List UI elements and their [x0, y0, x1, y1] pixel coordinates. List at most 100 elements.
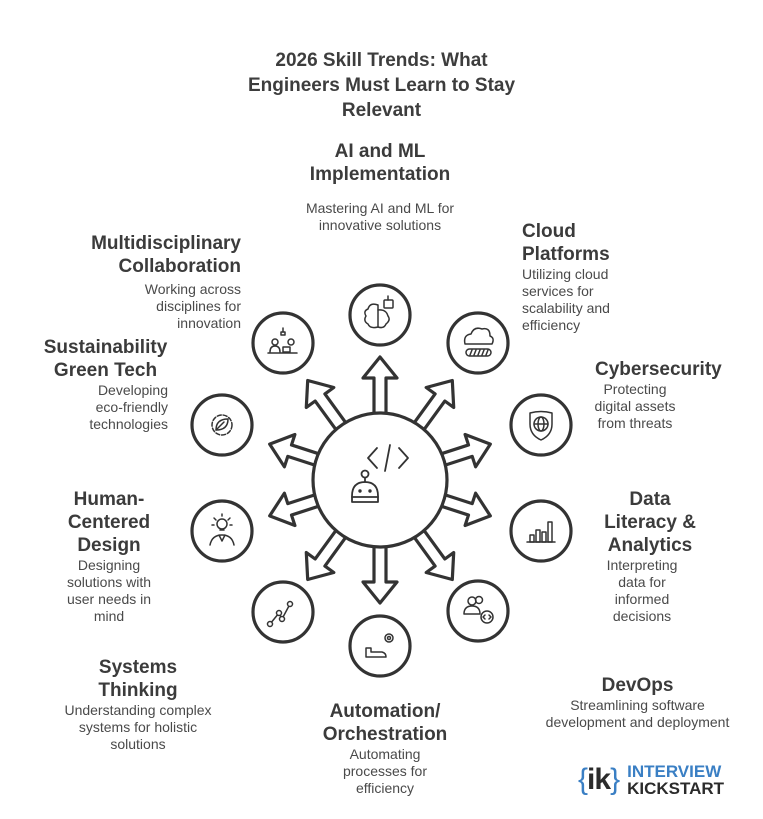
desc-line: Designing: [77, 557, 141, 573]
desc-line: from threats: [597, 415, 673, 431]
node-circle-cloud: [446, 311, 510, 375]
node-title: Cloud Platforms: [522, 220, 652, 266]
gear-leaf-icon: [211, 414, 233, 436]
users-code-icon: [463, 595, 494, 624]
logo-brace-close: }: [610, 763, 620, 796]
arrow-upright-icon: [411, 378, 456, 433]
title-line: Implementation: [309, 164, 451, 185]
arrow-downright-icon: [411, 527, 456, 582]
desc-line: development and deployment: [545, 714, 730, 730]
desc-line: mind: [93, 608, 125, 624]
desc-line: Interpreting: [606, 557, 678, 573]
lightbulb-person-icon: [209, 513, 235, 546]
desc-line: Streamlining software: [570, 697, 705, 713]
node-automation: Automation/ Orchestration Automating pro…: [310, 700, 460, 797]
title-line: Relevant: [341, 100, 422, 121]
desc-line: decisions: [612, 608, 672, 624]
desc-line: technologies: [89, 416, 168, 432]
title-line: Platforms: [522, 244, 610, 265]
desc-line: efficiency: [522, 317, 581, 333]
title-line: Data: [629, 489, 671, 510]
desc-line: digital assets: [594, 398, 676, 414]
desc-line: informed: [614, 591, 670, 607]
desc-line: Understanding complex: [64, 702, 212, 718]
title-line: Cloud: [522, 221, 576, 242]
node-circle-automation: [348, 614, 412, 678]
arrows: [268, 355, 492, 605]
node-desc: Designing solutions with user needs in m…: [55, 557, 163, 625]
desc-line: disciplines for: [156, 298, 241, 314]
title-line: Thinking: [98, 680, 178, 701]
arrow-right-upper-icon: [438, 432, 492, 469]
logo-line2: KICKSTART: [627, 779, 725, 798]
page-title: 2026 Skill Trends: What Engineers Must L…: [0, 48, 763, 123]
desc-line: systems for holistic: [78, 719, 198, 735]
title-line: Analytics: [607, 535, 693, 556]
desc-line: scalability and: [522, 300, 610, 316]
arrow-down-icon: [361, 543, 399, 605]
title-line: Literacy &: [604, 512, 696, 533]
node-title: Cybersecurity: [590, 358, 730, 381]
bar-chart-icon: [526, 521, 556, 543]
title-line: Green Tech: [53, 360, 158, 381]
node-ai-ml: AI and ML Implementation Mastering AI an…: [280, 140, 480, 234]
title-line: Human-: [73, 489, 145, 510]
node-circle-ai-ml: [348, 283, 412, 347]
title-line: Automation/: [329, 701, 441, 722]
title-line: 2026 Skill Trends: What: [275, 50, 488, 71]
node-circle-data: [509, 499, 573, 563]
gear-conveyor-icon: [365, 633, 394, 658]
desc-line: Utilizing cloud: [522, 266, 609, 282]
desc-line: eco-friendly: [95, 399, 168, 415]
desc-line: Automating: [349, 746, 421, 762]
arrow-left-lower-icon: [268, 491, 322, 528]
logo-line1: INTERVIEW: [627, 762, 722, 781]
node-desc: Interpreting data for informed decisions: [590, 557, 694, 625]
node-circle-systems: [251, 580, 315, 644]
arrow-downleft-icon: [304, 527, 349, 582]
node-desc: Protecting digital assets from threats: [590, 381, 680, 432]
node-systems: Systems Thinking Understanding complex s…: [52, 656, 224, 753]
node-cloud: Cloud Platforms Utilizing cloud services…: [522, 220, 652, 334]
arrow-up-icon: [361, 355, 399, 417]
desc-line: Developing: [97, 382, 168, 398]
node-desc: Automating processes for efficiency: [310, 746, 460, 797]
node-title: Data Literacy & Analytics: [590, 488, 710, 557]
node-circle-multidisciplinary: [251, 311, 315, 375]
team-collaboration-icon: [267, 327, 298, 354]
logo-mark-text: ik: [587, 763, 611, 796]
arrow-left-upper-icon: [268, 432, 322, 469]
title-line: Design: [77, 535, 141, 556]
node-circle-human: [190, 499, 254, 563]
desc-line: innovative solutions: [318, 217, 442, 233]
title-line: Centered: [67, 512, 151, 533]
desc-line: Mastering AI and ML for: [305, 200, 455, 216]
node-title: Multidisciplinary Collaboration: [80, 232, 241, 278]
arrow-right-lower-icon: [438, 491, 492, 528]
desc-line: data for: [618, 574, 666, 590]
logo-mark: {ik}: [578, 763, 620, 797]
desc-line: user needs in: [66, 591, 152, 607]
desc-line: Protecting: [603, 381, 667, 397]
desc-line: innovation: [177, 315, 241, 331]
node-circle-cybersecurity: [509, 393, 573, 457]
node-human: Human- Centered Design Designing solutio…: [55, 488, 163, 625]
node-data: Data Literacy & Analytics Interpreting d…: [590, 488, 710, 625]
node-circle-devops: [446, 579, 510, 643]
node-devops: DevOps Streamlining software development…: [535, 674, 740, 731]
title-line: Multidisciplinary: [91, 233, 241, 254]
network-graph-icon: [266, 600, 294, 628]
logo-wordmark: INTERVIEW KICKSTART: [627, 763, 724, 797]
node-cybersecurity: Cybersecurity Protecting digital assets …: [590, 358, 730, 432]
desc-line: Working across: [144, 281, 241, 297]
code-robot-icon: [351, 444, 409, 503]
node-title: DevOps: [535, 674, 740, 697]
shield-globe-icon: [529, 410, 553, 441]
node-title: Systems Thinking: [52, 656, 224, 702]
brain-robot-icon: [364, 295, 394, 329]
node-multidisciplinary: Multidisciplinary Collaboration Working …: [80, 232, 241, 332]
title-line: Collaboration: [118, 256, 241, 277]
node-desc: Understanding complex systems for holist…: [52, 702, 224, 753]
node-title: Human- Centered Design: [55, 488, 163, 557]
